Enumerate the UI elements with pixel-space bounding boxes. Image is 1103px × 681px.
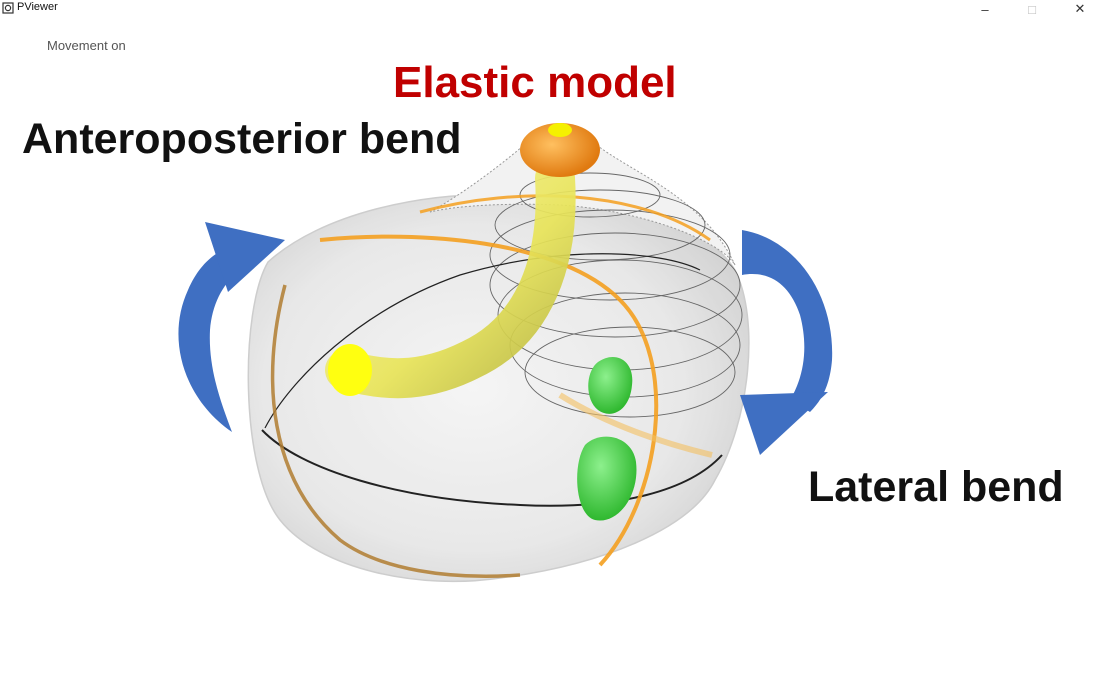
yellow-tube-end bbox=[328, 344, 372, 396]
orange-ring-front bbox=[319, 234, 659, 567]
lateral-label: Lateral bend bbox=[808, 463, 1064, 511]
funnel-surface bbox=[429, 134, 736, 266]
model-render bbox=[178, 123, 833, 583]
green-blob-lower bbox=[577, 436, 637, 521]
maximize-button[interactable]: □ bbox=[1028, 1, 1036, 17]
orange-cap bbox=[520, 123, 600, 177]
black-equator-ring bbox=[261, 429, 723, 507]
title-bar: PViewer – □ ✕ bbox=[0, 0, 1103, 18]
green-blob-upper bbox=[588, 356, 633, 414]
minimize-button[interactable]: – bbox=[981, 1, 989, 17]
orange-ring-back bbox=[270, 284, 521, 578]
close-button[interactable]: ✕ bbox=[1074, 1, 1086, 16]
anteroposterior-label: Anteroposterior bend bbox=[22, 115, 462, 163]
viewer-app-icon bbox=[2, 2, 14, 14]
yellow-tube bbox=[325, 158, 576, 399]
window-title: PViewer bbox=[17, 1, 58, 13]
curved-arrow-up-icon bbox=[178, 222, 285, 432]
movement-status: Movement on bbox=[47, 38, 126, 53]
curved-arrow-down-icon bbox=[740, 230, 833, 455]
3d-viewport[interactable]: Elastic model Anteroposterior bend Later… bbox=[0, 18, 1103, 681]
model-title: Elastic model bbox=[393, 58, 677, 107]
